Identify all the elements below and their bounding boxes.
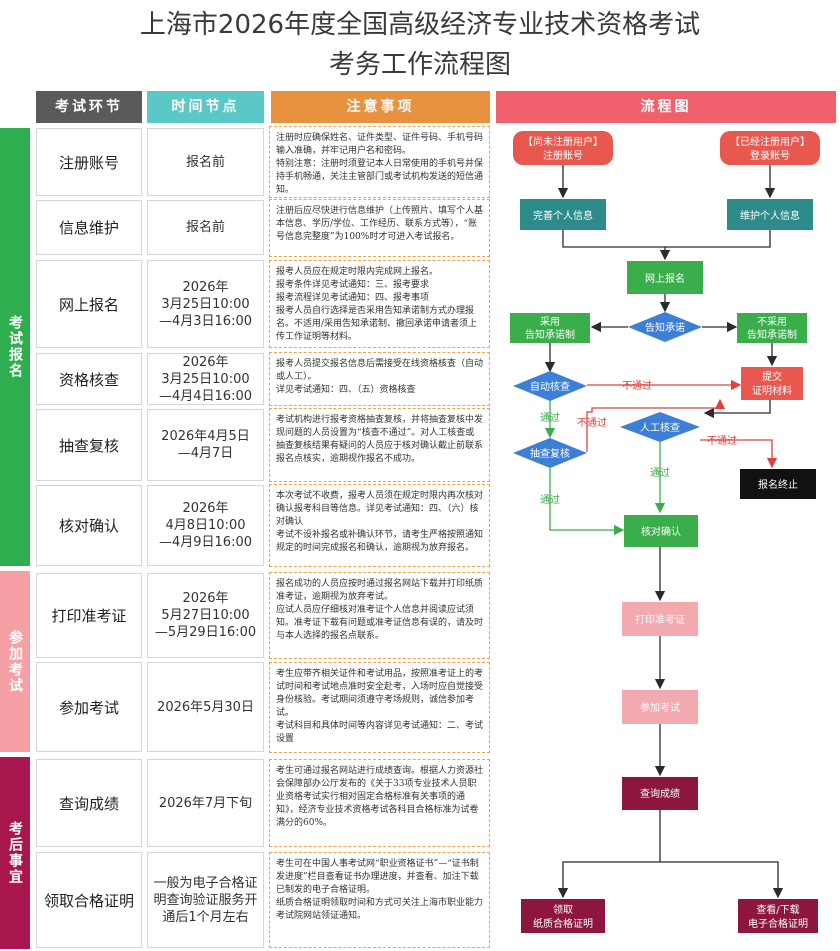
node-submit-proof: 提交 证明材料 xyxy=(741,367,803,400)
svg-text:不采用: 不采用 xyxy=(757,316,787,328)
node-paper-cert: 领取 纸质合格证明 xyxy=(521,899,605,933)
step-print-ticket: 打印准考证 xyxy=(36,573,142,658)
note-online-reg: 报考人员应在规定时限内完成网上报名。 报考条件详见考试通知：三、报考要求 报考流… xyxy=(269,260,490,348)
step-info: 信息维护 xyxy=(36,200,142,255)
svg-text:告知承诺制: 告知承诺制 xyxy=(747,328,797,341)
label-pass-2: 通过 xyxy=(650,466,670,479)
node-e-cert: 查看/下载 电子合格证明 xyxy=(738,899,818,933)
node-score: 查询成绩 xyxy=(622,777,698,810)
note-info: 注册后应尽快进行信息维护（上传照片、填写个人基本信息、学历/学位、工作经历、联系… xyxy=(269,199,490,257)
svg-text:提交: 提交 xyxy=(762,370,782,383)
node-print-ticket: 打印准考证 xyxy=(622,602,698,636)
note-register: 注册时应确保姓名、证件类型、证件号码、手机号码输入准确，并牢记用户名和密码。 特… xyxy=(269,126,490,198)
note-qualification: 报考人员提交报名信息后需接受在线资格核查（自动或人工）。 详见考试通知：四、（五… xyxy=(269,352,490,406)
node-reg-end: 报名终止 xyxy=(740,469,816,499)
node-complete-info: 完善个人信息 xyxy=(520,199,606,230)
step-online-reg: 网上报名 xyxy=(36,260,142,348)
svg-text:【已经注册用户】: 【已经注册用户】 xyxy=(730,135,810,148)
page-title: 上海市2026年度全国高级经济专业技术资格考试 xyxy=(139,10,701,40)
time-online-reg: 2026年 3月25日10:00 —4月3日16:00 xyxy=(147,260,264,348)
header-note: 注意事项 xyxy=(271,91,490,123)
node-adopt: 采用 告知承诺制 xyxy=(510,313,590,343)
svg-text:注册账号: 注册账号 xyxy=(543,149,583,162)
label-pass-3: 通过 xyxy=(540,493,560,506)
svg-text:网上报名: 网上报名 xyxy=(645,272,685,285)
note-confirm: 本次考试不收费，报考人员须在规定时限内再次核对确认报考科目等信息。详见考试通知：… xyxy=(269,484,490,567)
label-fail-2: 不通过 xyxy=(577,416,607,429)
step-qualification: 资格核查 xyxy=(36,353,142,405)
node-not-adopt: 不采用 告知承诺制 xyxy=(737,313,807,343)
node-auto-check: 自动核查 xyxy=(513,371,587,401)
note-take-exam: 考生应带齐相关证件和考试用品，按照准考证上的考试时间和考试地点准时安全赴考，入场… xyxy=(269,662,490,753)
step-register: 注册账号 xyxy=(36,128,142,196)
svg-text:完善个人信息: 完善个人信息 xyxy=(533,209,593,222)
svg-text:纸质合格证明: 纸质合格证明 xyxy=(533,917,593,930)
svg-text:登录账号: 登录账号 xyxy=(750,149,790,162)
time-spot-check: 2026年4月5日 —4月7日 xyxy=(147,409,264,481)
svg-text:告知承诺制: 告知承诺制 xyxy=(525,328,575,341)
time-certificate: 一般为电子合格证明查询验证服务开通后1个月左右 xyxy=(147,852,264,948)
svg-text:报名终止: 报名终止 xyxy=(758,478,798,491)
time-take-exam: 2026年5月30日 xyxy=(147,662,264,752)
svg-text:人工核查: 人工核查 xyxy=(640,421,680,434)
phase-after: 考后事宜 xyxy=(0,757,30,949)
node-maintain-info: 维护个人信息 xyxy=(727,199,813,230)
flow-connectors xyxy=(544,165,784,899)
node-take-exam: 参加考试 xyxy=(622,690,698,724)
time-info: 报名前 xyxy=(147,200,264,255)
time-qualification: 2026年 3月25日10:00 —4月4日16:00 xyxy=(147,353,264,405)
node-spot-check: 抽查复核 xyxy=(513,438,587,468)
phase-registration: 考试报名 xyxy=(0,128,30,566)
label-pass-1: 通过 xyxy=(540,411,560,424)
svg-text:采用: 采用 xyxy=(540,316,560,328)
header-time: 时间节点 xyxy=(147,91,264,123)
svg-text:告知承诺: 告知承诺 xyxy=(645,321,685,334)
node-existing-user: 【已经注册用户】 登录账号 xyxy=(720,131,820,165)
svg-text:打印准考证: 打印准考证 xyxy=(635,613,685,626)
time-confirm: 2026年 4月8日10:00 —4月9日16:00 xyxy=(147,485,264,566)
svg-text:核对确认: 核对确认 xyxy=(641,525,681,538)
step-certificate: 领取合格证明 xyxy=(36,852,142,948)
svg-text:证明材料: 证明材料 xyxy=(752,384,792,397)
note-spot-check: 考试机构进行报考资格抽查复核，并将抽查复核中发现问题的人员设置为“核查不通过”。… xyxy=(269,408,490,482)
node-confirm: 核对确认 xyxy=(624,515,698,547)
svg-text:自动核查: 自动核查 xyxy=(530,380,570,393)
svg-text:电子合格证明: 电子合格证明 xyxy=(748,917,808,930)
svg-text:查看/下载: 查看/下载 xyxy=(756,903,799,916)
svg-text:维护个人信息: 维护个人信息 xyxy=(740,209,800,222)
node-manual-check: 人工核查 xyxy=(620,412,700,442)
step-take-exam: 参加考试 xyxy=(36,662,142,752)
step-confirm: 核对确认 xyxy=(36,485,142,566)
label-fail-1: 不通过 xyxy=(622,379,652,392)
page-subtitle: 考务工作流程图 xyxy=(328,50,511,80)
phase-exam: 参加考试 xyxy=(0,571,30,752)
node-online-reg: 网上报名 xyxy=(627,261,703,294)
step-score: 查询成绩 xyxy=(36,759,142,847)
svg-text:查询成绩: 查询成绩 xyxy=(640,787,680,800)
time-print-ticket: 2026年 5月27日10:00 —5月29日16:00 xyxy=(147,573,264,658)
label-fail-3: 不通过 xyxy=(707,434,737,447)
time-score: 2026年7月下旬 xyxy=(147,759,264,847)
time-register: 报名前 xyxy=(147,128,264,196)
svg-text:参加考试: 参加考试 xyxy=(640,701,680,714)
node-promise-decision: 告知承诺 xyxy=(628,312,702,342)
note-score: 考生可通过报名网站进行成绩查询。根据人力资源社会保障部办公厅发布的《关于33项专… xyxy=(269,759,490,847)
svg-text:【尚未注册用户】: 【尚未注册用户】 xyxy=(523,135,603,148)
svg-text:领取: 领取 xyxy=(553,903,573,916)
step-spot-check: 抽查复核 xyxy=(36,409,142,481)
note-print-ticket: 报名成功的人员应按时通过报名网站下载并打印纸质准考证，逾期视为放弃考试。 应试人… xyxy=(269,572,490,659)
note-certificate: 考生可在中国人事考试网“职业资格证书”—“证书制发进度”栏目查看证书办理进度，并… xyxy=(269,852,490,948)
header-step: 考试环节 xyxy=(36,91,142,123)
node-new-user: 【尚未注册用户】 注册账号 xyxy=(513,131,613,165)
svg-text:抽查复核: 抽查复核 xyxy=(530,447,570,460)
header-flow: 流程图 xyxy=(496,91,836,123)
